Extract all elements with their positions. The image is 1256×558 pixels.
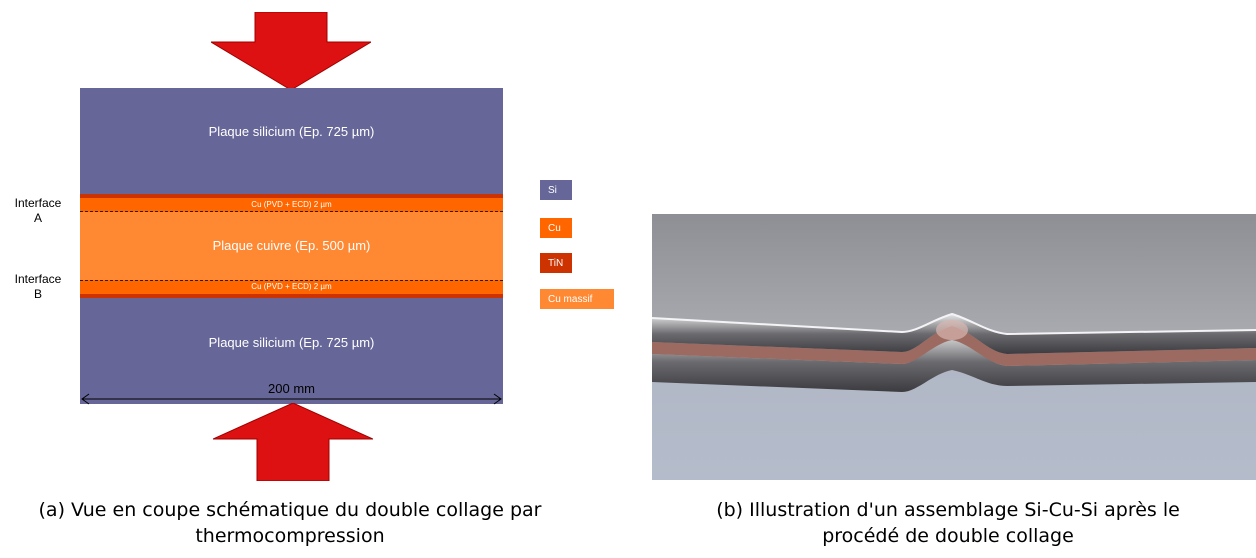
caption-a: (a) Vue en coupe schématique du double c… (38, 499, 542, 547)
layer-cu-film-bottom-label: Cu (PVD + ECD) 2 µm (251, 282, 332, 291)
interface-b-line (80, 280, 503, 281)
width-label: 200 mm (268, 381, 315, 396)
legend-item-si: Si (540, 180, 572, 200)
layer-cu-film-top-label: Cu (PVD + ECD) 2 µm (251, 200, 332, 209)
caption-b: (b) Illustration d'un assemblage Si-Cu-S… (716, 499, 1180, 547)
interface-a-label: Interface A (14, 196, 62, 225)
interface-b-label: Interface B (14, 272, 62, 301)
compression-arrow-top (211, 12, 371, 90)
compression-arrow-bottom (213, 403, 373, 481)
bonded-assembly-photo (652, 214, 1256, 480)
layer-cu-film-bottom (80, 280, 503, 294)
layer-cu-film-top (80, 198, 503, 212)
layer-tin-top (80, 194, 503, 198)
interface-a-line (80, 211, 503, 212)
width-dimension-arrow (81, 393, 502, 405)
legend-item-cu-massif: Cu massif (540, 289, 614, 309)
legend-item-cu: Cu (540, 218, 572, 238)
layer-cu-plate (80, 212, 503, 280)
layer-si-bottom (80, 298, 503, 404)
layer-si-bottom-label: Plaque silicium (Ep. 725 µm) (208, 335, 375, 350)
legend-item-tin: TiN (540, 253, 572, 273)
layer-si-top (80, 88, 503, 194)
layer-tin-bottom (80, 294, 503, 298)
layer-cu-plate-label: Plaque cuivre (Ep. 500 µm) (212, 238, 371, 253)
layer-si-top-label: Plaque silicium (Ep. 725 µm) (208, 124, 375, 139)
